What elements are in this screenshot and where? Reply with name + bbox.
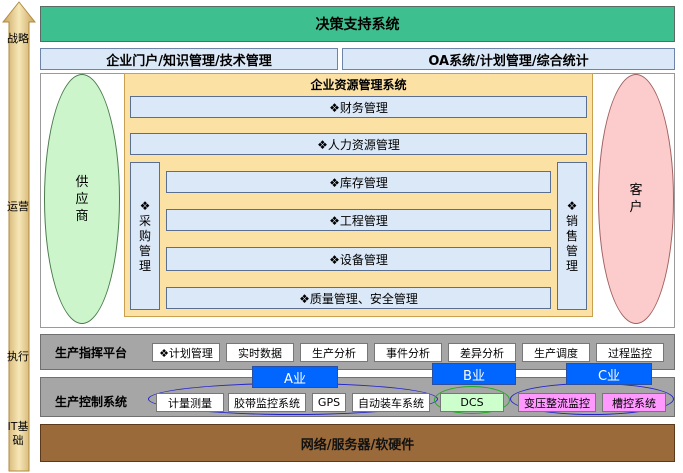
command-platform-title: 生产指挥平台 — [54, 345, 127, 360]
control-item-dcs: DCS — [440, 393, 504, 412]
erp-engineering: ❖工程管理 — [166, 209, 551, 231]
supplier-ellipse: 供应商 — [44, 74, 120, 324]
control-item-rectifier: 变压整流监控 — [518, 393, 596, 412]
control-system-title: 生产控制系统 — [54, 394, 127, 409]
portal-right-bar: OA系统/计划管理/综合统计 — [342, 48, 675, 70]
decision-support-bar: 决策支持系统 — [40, 6, 675, 42]
erp-title: 企业资源管理系统 — [310, 77, 407, 92]
erp-quality: ❖质量管理、安全管理 — [166, 287, 551, 309]
command-item-variance: 差异分析 — [448, 343, 516, 362]
supplier-label: 供应商 — [75, 174, 89, 224]
command-item-plan: ❖计划管理 — [152, 343, 220, 362]
erp-sales: ❖销售管理 — [557, 162, 587, 310]
side-label-execution: 执行 — [7, 350, 29, 363]
control-item-cell: 槽控系统 — [602, 393, 666, 412]
control-item-gps: GPS — [312, 393, 346, 412]
command-item-realtime: 实时数据 — [226, 343, 294, 362]
customer-label: 客户 — [629, 183, 643, 215]
command-item-analysis: 生产分析 — [300, 343, 368, 362]
industry-b-ellipse — [434, 386, 510, 414]
customer-ellipse: 客户 — [598, 74, 674, 324]
erp-finance: ❖财务管理 — [130, 96, 587, 118]
command-item-event: 事件分析 — [374, 343, 442, 362]
erp-hr: ❖人力资源管理 — [130, 133, 587, 155]
industry-c-label: C业 — [566, 363, 652, 385]
hierarchy-arrow — [2, 1, 36, 472]
control-item-belt: 胶带监控系统 — [228, 393, 306, 412]
side-label-operation: 运营 — [7, 200, 29, 213]
portal-left-bar: 企业门户/知识管理/技术管理 — [40, 48, 338, 70]
network-bar: 网络/服务器/软硬件 — [40, 424, 675, 462]
control-item-loading: 自动装车系统 — [352, 393, 430, 412]
erp-purchase: ❖采购管理 — [130, 162, 160, 310]
command-item-dispatch: 生产调度 — [522, 343, 590, 362]
side-label-strategy: 战略 — [7, 32, 29, 45]
side-label-it: IT基础 — [7, 420, 29, 447]
control-item-metering: 计量测量 — [156, 393, 224, 412]
erp-purchase-label: ❖采购管理 — [138, 198, 151, 273]
erp-equipment: ❖设备管理 — [166, 247, 551, 271]
command-item-monitor: 过程监控 — [596, 343, 664, 362]
erp-inventory: ❖库存管理 — [166, 171, 551, 193]
industry-b-label: B业 — [432, 363, 516, 385]
erp-sales-label: ❖销售管理 — [565, 198, 578, 273]
industry-a-label: A业 — [252, 366, 338, 388]
